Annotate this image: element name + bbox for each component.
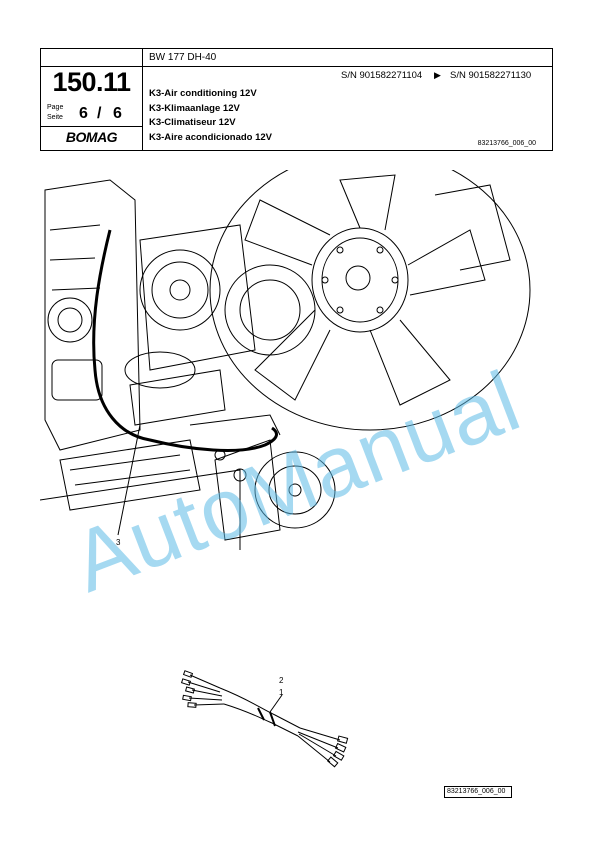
- title-en: K3-Air conditioning 12V: [149, 88, 257, 99]
- title-es: K3-Aire acondicionado 12V: [149, 131, 273, 143]
- page-label: Page: [47, 104, 64, 111]
- page-number: 150.11: [52, 67, 131, 97]
- callout-1: 1: [279, 688, 284, 697]
- page-current: 6: [79, 105, 88, 122]
- page-total: 6: [113, 105, 122, 122]
- engine-illustration: [40, 170, 531, 550]
- cable-illustration: [180, 670, 349, 768]
- model-name: BW 177 DH-40: [149, 52, 217, 63]
- serial-to: S/N 901582271130: [450, 70, 532, 81]
- header-frame: BW 177 DH-40 150.11 Page Seite 6 / 6 BOM…: [40, 48, 553, 151]
- section-titles: K3-Air conditioning 12V K3-Klimaanlage 1…: [149, 87, 272, 145]
- title-fr: K3-Climatiseur 12V: [149, 117, 236, 128]
- header-divider: [142, 49, 143, 150]
- callout-3: 3: [116, 538, 121, 547]
- title-de: K3-Klimaanlage 12V: [149, 102, 240, 114]
- header-divider: [41, 66, 142, 67]
- header-divider: [41, 126, 142, 127]
- seite-label: Seite: [47, 114, 63, 121]
- footer-doc-ref: 83213766_006_00: [444, 786, 512, 798]
- serial-from: S/N 901582271104: [341, 70, 423, 81]
- header-divider: [142, 66, 553, 67]
- callout-2: 2: [279, 676, 284, 685]
- bomag-logo: BOMAG: [65, 129, 118, 145]
- header-doc-ref: 83213766_006_00: [477, 140, 536, 147]
- serial-arrow-icon: ▶: [434, 70, 441, 80]
- page-separator: /: [97, 105, 102, 122]
